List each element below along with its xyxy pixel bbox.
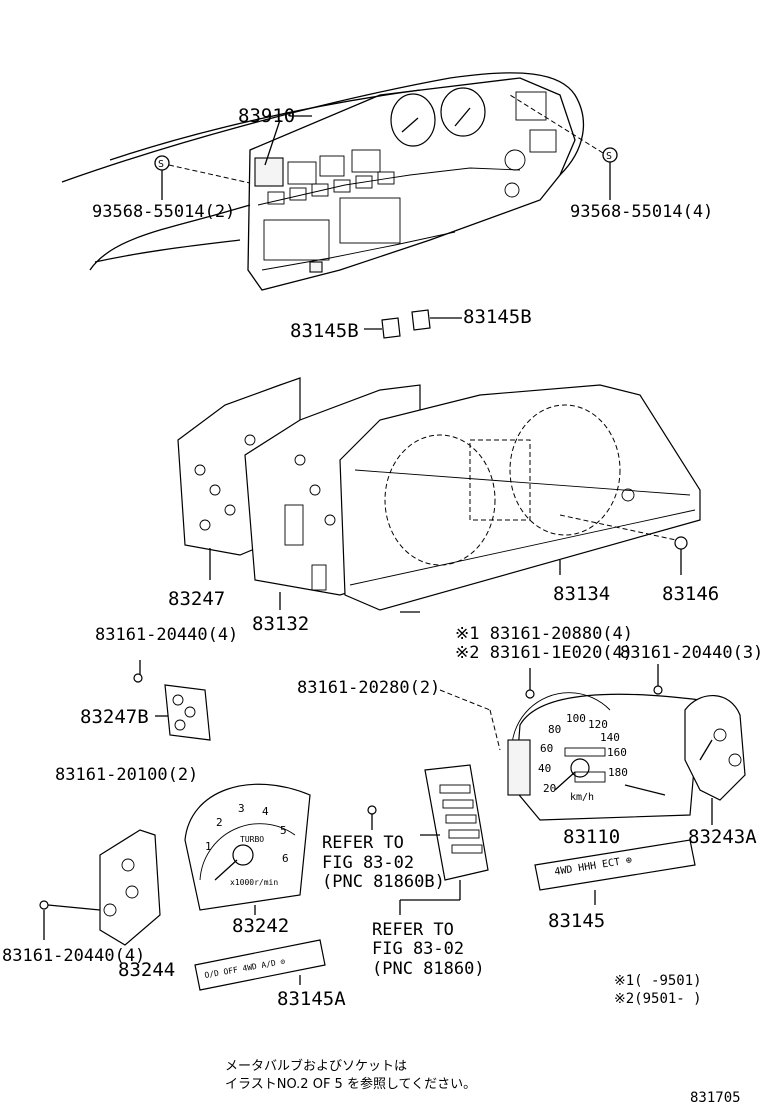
connector-drawing: [367, 764, 489, 915]
refer-note-1-line2: FIG 83-02: [322, 853, 414, 873]
label-83161-20100: 83161-20100(2): [55, 765, 198, 785]
clip-symbol-right: S: [509, 94, 618, 200]
label-note1-part: ※1 83161-20880(4): [455, 624, 633, 644]
refer-note-1-line1: REFER TO: [322, 833, 404, 853]
tach-tick-1: 1: [205, 840, 212, 853]
label-83910: 83910: [238, 105, 295, 127]
speedo-tick-20: 20: [543, 782, 556, 795]
label-note2-part: ※2 83161-1E020(4): [455, 643, 633, 663]
tach-tick-5: 5: [280, 824, 287, 837]
svg-text:S: S: [606, 151, 612, 162]
gauge-83243a: [684, 695, 746, 825]
label-93568-right: 93568-55014(4): [570, 202, 713, 222]
tach-tick-3: 3: [238, 802, 245, 815]
tach-tick-6: 6: [282, 852, 289, 865]
speedo-tick-180: 180: [608, 766, 628, 779]
legend-note-2: ※2(9501- ): [614, 991, 702, 1007]
svg-text:S: S: [158, 159, 164, 170]
refer-note-1-line3: (PNC 81860B): [322, 872, 445, 892]
label-83242: 83242: [232, 915, 289, 937]
label-83247b: 83247B: [80, 706, 149, 728]
label-83161-20440-c: 83161-20440(4): [2, 946, 145, 966]
label-83161-20440-b: 83161-20440(3): [620, 643, 760, 663]
speedo-tick-80: 80: [548, 723, 561, 736]
tach-turbo-label: TURBO: [240, 835, 264, 844]
cluster-assembly-drawing: [177, 377, 701, 613]
speedo-tick-140: 140: [600, 731, 620, 744]
figure-number: 831705: [690, 1090, 741, 1106]
label-83145b-right: 83145B: [463, 306, 532, 328]
speedo-tick-60: 60: [540, 742, 553, 755]
tach-tick-4: 4: [262, 805, 269, 818]
label-83145: 83145: [548, 910, 605, 932]
board-83244: [39, 829, 161, 946]
label-83134: 83134: [553, 583, 610, 605]
board-83247b: [133, 660, 211, 741]
label-83247: 83247: [168, 588, 225, 610]
label-83161-20280: 83161-20280(2): [297, 678, 440, 698]
tach-unit: x1000r/min: [230, 878, 278, 887]
dashboard-panel-drawing: [61, 72, 585, 291]
clip-symbol-left: S: [154, 155, 251, 200]
label-83110: 83110: [563, 826, 620, 848]
speedo-unit: km/h: [570, 792, 594, 803]
refer-note-2-line3: (PNC 81860): [372, 959, 485, 979]
label-93568-left: 93568-55014(2): [92, 202, 235, 222]
speedometer-83110: 20 40 60 80 100 120 140 160 180 km/h: [439, 664, 701, 821]
label-83145b-left: 83145B: [290, 320, 359, 342]
speedo-tick-40: 40: [538, 762, 551, 775]
label-83243a: 83243A: [688, 826, 757, 848]
label-83161-20440-a: 83161-20440(4): [95, 625, 238, 645]
label-83132: 83132: [252, 613, 309, 635]
speedo-tick-160: 160: [607, 746, 627, 759]
japanese-note-line2: イラストNO.2 OF 5 を参照してください。: [225, 1076, 476, 1092]
label-83244: 83244: [118, 959, 175, 981]
label-83145a: 83145A: [277, 988, 346, 1010]
plate-83145: 4WD HHH ECT ⊕: [534, 839, 696, 905]
speedo-tick-100: 100: [566, 712, 586, 725]
legend-note-1: ※1( -9501): [614, 973, 702, 989]
label-83146: 83146: [662, 583, 719, 605]
lens-83145b: [364, 309, 462, 339]
tachometer-83242: 1 2 3 4 5 6 TURBO x1000r/min: [184, 783, 311, 915]
speedo-tick-120: 120: [588, 718, 608, 731]
japanese-note-line1: メータバルブおよびソケットは: [225, 1058, 407, 1074]
refer-note-2-line2: FIG 83-02: [372, 939, 464, 959]
tach-tick-2: 2: [216, 816, 223, 829]
refer-note-2-line1: REFER TO: [372, 920, 454, 940]
plate-83145a: O/D OFF 4WD A/D ⊙: [194, 939, 326, 991]
